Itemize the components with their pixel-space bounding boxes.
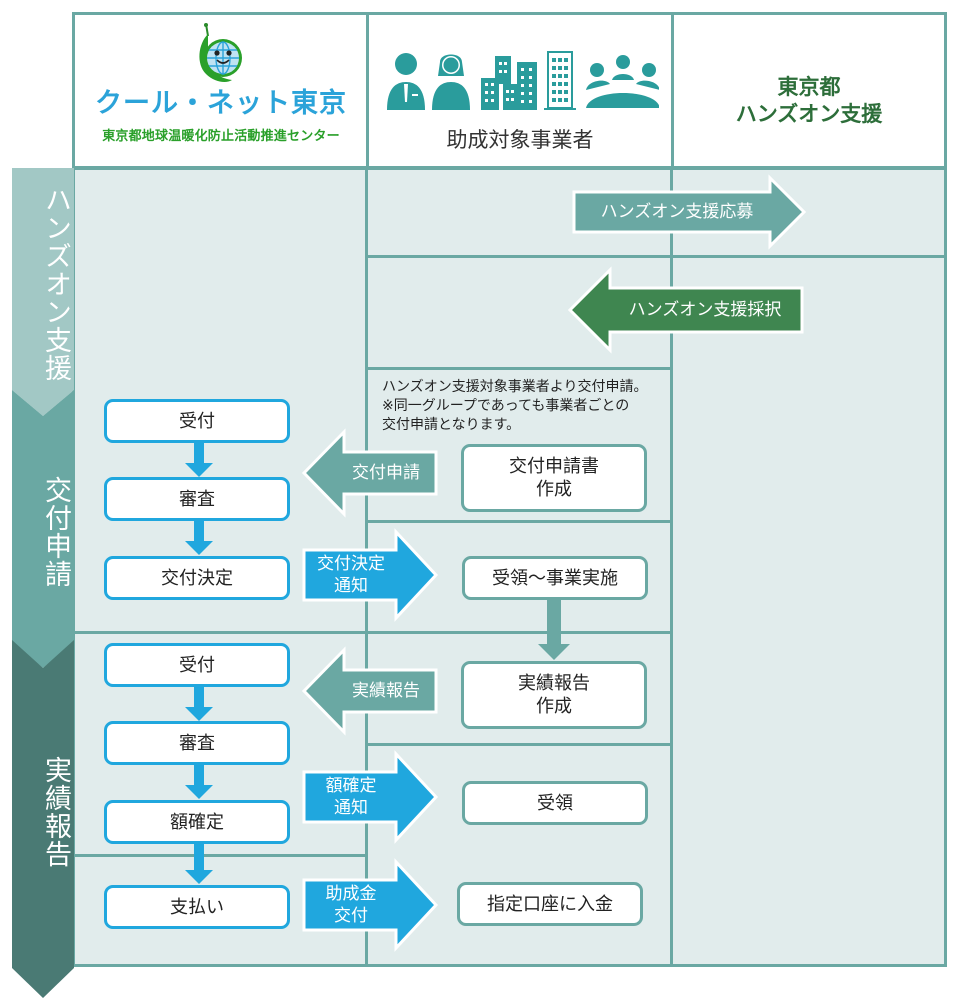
- phase-handson: ハンズオン支援: [12, 168, 74, 416]
- grant-application-note: ハンズオン支援対象事業者より交付申請。 ※同一グループであっても事業者ごとの 交…: [382, 379, 648, 433]
- grant-step-review: 審査: [104, 477, 290, 521]
- amount-notify-arrow: 額確定 通知: [302, 750, 439, 844]
- handson-select-arrow: ハンズオン支援採択: [567, 266, 804, 354]
- report-create-box: 実績報告 作成: [461, 661, 647, 729]
- down-arrow-icon: [185, 765, 213, 799]
- row-divider: [365, 255, 945, 258]
- deposit-box: 指定口座に入金: [457, 882, 643, 926]
- down-arrow-icon: [185, 844, 213, 884]
- report-submit-arrow: 実績報告: [301, 646, 438, 736]
- col-divider-2: [670, 167, 673, 967]
- phase-report-label: 実績報告: [40, 756, 71, 868]
- applicant-title: 助成対象事業者: [446, 128, 594, 152]
- phase-handson-label: ハンズオン支援: [40, 186, 71, 382]
- header-org-cell: [72, 12, 369, 169]
- down-arrow-icon: [185, 443, 213, 477]
- phase-grant-label: 交付申請: [40, 476, 71, 588]
- amount-notify-label: 額確定 通知: [325, 776, 377, 818]
- grant-apply-label: 交付申請: [352, 463, 420, 483]
- report-step-review: 審査: [104, 721, 290, 765]
- grant-payment-arrow: 助成金 交付: [302, 858, 439, 952]
- report-submit-label: 実績報告: [352, 681, 420, 701]
- org-logo-subtitle: 東京都地球温暖化防止活動推進センター: [102, 129, 340, 144]
- globe-mascot-icon: [196, 22, 244, 84]
- row-divider: [72, 854, 368, 857]
- tokyo-title: 東京都 ハンズオン支援: [735, 75, 883, 126]
- handson-apply-label: ハンズオン支援応募: [600, 202, 754, 222]
- row-divider: [365, 520, 671, 523]
- group-meeting-icon: [586, 55, 660, 108]
- handson-apply-arrow: ハンズオン支援応募: [572, 174, 807, 250]
- buildings-icon: [481, 56, 537, 110]
- businesswoman-icon: [432, 54, 470, 110]
- row-divider: [72, 631, 671, 634]
- applicant-icons: [384, 50, 660, 112]
- phase-report: 実績報告: [12, 640, 74, 998]
- phase-grant-application: 交付申請: [12, 390, 74, 668]
- grant-step-decision: 交付決定: [104, 556, 290, 600]
- grant-applicant-create-box: 交付申請書 作成: [461, 444, 647, 512]
- businessman-icon: [387, 53, 425, 110]
- down-arrow-icon: [185, 687, 213, 721]
- row-divider: [365, 367, 671, 370]
- row-divider: [365, 743, 671, 746]
- amount-receive-box: 受領: [462, 781, 648, 825]
- grant-notify-label: 交付決定 通知: [317, 554, 385, 596]
- grant-notify-arrow: 交付決定 通知: [302, 528, 439, 622]
- down-arrow-icon: [185, 521, 213, 555]
- down-arrow-icon: [538, 600, 570, 660]
- report-step-amount: 額確定: [104, 800, 290, 844]
- handson-select-label: ハンズオン支援採択: [628, 300, 782, 320]
- org-logo-name: クール・ネット東京: [95, 88, 347, 119]
- grant-step-receive: 受付: [104, 399, 290, 443]
- grant-apply-arrow: 交付申請: [301, 428, 438, 518]
- grant-receive-implement-box: 受領～事業実施: [462, 556, 648, 600]
- office-tower-icon: [544, 51, 576, 110]
- report-step-receive: 受付: [104, 643, 290, 687]
- report-step-payment: 支払い: [104, 885, 290, 929]
- grant-payment-label: 助成金 交付: [325, 884, 377, 926]
